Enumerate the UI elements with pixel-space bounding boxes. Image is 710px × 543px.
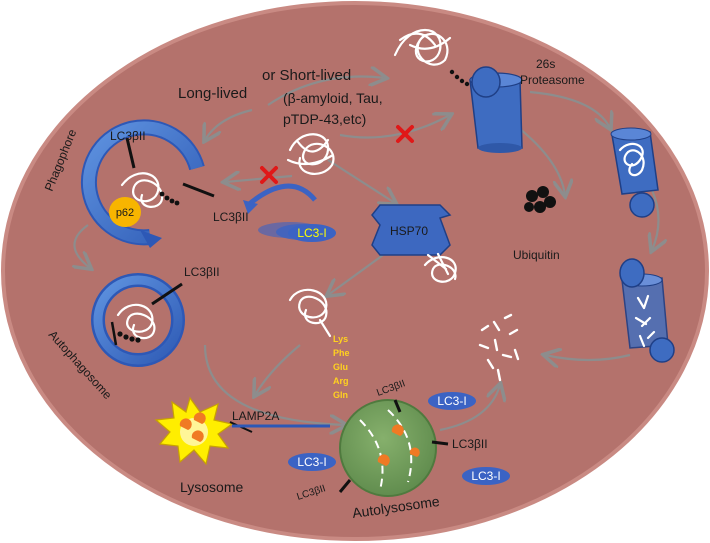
- lysosome-label: Lysosome: [180, 479, 244, 495]
- lc3i-label-b: LC3-I: [297, 455, 326, 469]
- lc3bii-label-3: LC3βII: [184, 265, 220, 279]
- lc3i-label-top: LC3-I: [297, 226, 326, 240]
- substrates-line1: (β-amyloid, Tau,: [283, 90, 383, 106]
- lc3i-label-c: LC3-I: [471, 469, 500, 483]
- ubiquitin-label: Ubiquitin: [513, 248, 560, 262]
- aa-glu: Glu: [333, 362, 348, 372]
- lc3bii-label-5: LC3βII: [452, 437, 488, 451]
- lc3bii-label-2: LC3βII: [213, 210, 249, 224]
- aa-gln: Gln: [333, 390, 348, 400]
- lc3i-pill-c: LC3-I: [462, 467, 510, 485]
- proteasome-label-1: 26s: [536, 57, 555, 71]
- lc3i-pill-a: LC3-I: [428, 392, 476, 410]
- long-lived-label: Long-lived: [178, 85, 247, 102]
- kferq-motif-labels: Lys Phe Glu Arg Gln: [333, 334, 350, 400]
- p62-label: p62: [116, 207, 134, 219]
- proteasome-26s: [470, 67, 522, 153]
- lc3i-pill-b: LC3-I: [288, 453, 336, 471]
- substrates-line2: pTDP-43,etc): [283, 111, 366, 127]
- lamp2a-label: LAMP2A: [232, 409, 279, 423]
- aa-phe: Phe: [333, 348, 350, 358]
- aa-lys: Lys: [333, 334, 348, 344]
- hsp70-label: HSP70: [390, 224, 428, 238]
- proteasome-label-2: Proteasome: [520, 73, 585, 87]
- p62-badge: p62: [109, 197, 141, 227]
- lc3bii-label-1: LC3βII: [110, 129, 146, 143]
- aa-arg: Arg: [333, 376, 349, 386]
- lc3i-label-a: LC3-I: [437, 394, 466, 408]
- short-lived-label: or Short-lived: [262, 67, 351, 84]
